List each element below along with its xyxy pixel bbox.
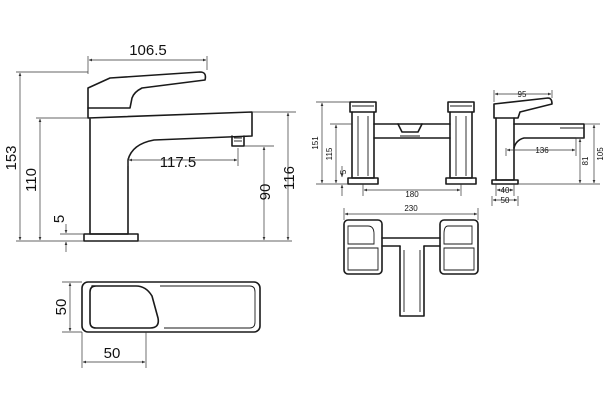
bath-spout-outlet <box>397 123 423 133</box>
dim-base-height-label: 5 <box>51 215 68 223</box>
bath-filler-side-view <box>491 97 585 185</box>
plan-lever-outline <box>89 285 160 329</box>
bath-side-column <box>495 117 515 181</box>
dim-spout-height-label: 90 <box>257 184 274 201</box>
dim-spout-top-label: 116 <box>281 166 298 190</box>
dim-bath-outlet-label: 115 <box>325 147 334 160</box>
bath-left-lever <box>349 101 377 113</box>
dim-spout-reach-label: 117.5 <box>160 154 196 171</box>
dim-plan-width-label: 50 <box>104 345 121 362</box>
bath-filler-front-view <box>347 101 477 185</box>
dim-bath-centres-label: 180 <box>405 190 419 199</box>
dim-bath-spout-height-label: 81 <box>581 156 590 165</box>
dim-outlet-height-label: 110 <box>23 168 40 192</box>
dim-bath-lever-label: 95 <box>518 90 527 99</box>
bath-front-dimensions: 151 115 5 180 <box>311 101 462 199</box>
bath-plan-right-body <box>439 219 479 275</box>
dim-plan-depth-label: 50 <box>53 299 70 316</box>
dim-bath-base-inner-label: 40 <box>501 186 510 195</box>
bath-right-lever <box>447 101 475 113</box>
dim-bath-base-label: 5 <box>339 169 348 174</box>
bath-plan-spout <box>399 245 425 317</box>
dim-width-label: 106.5 <box>129 42 167 59</box>
bath-side-lever <box>493 97 553 119</box>
side-view-dimensions: 106.5 153 110 5 117.5 90 116 <box>3 42 298 252</box>
spout-body <box>87 107 253 235</box>
bath-right-column <box>449 111 473 179</box>
bath-side-spout <box>513 123 585 149</box>
lever-handle <box>87 71 207 109</box>
bath-filler-plan-view <box>343 219 479 317</box>
dim-bath-base-outer-label: 50 <box>501 196 510 205</box>
dim-bath-height-label: 151 <box>311 136 320 150</box>
dim-bath-reach-label: 136 <box>535 146 549 155</box>
bath-side-dimensions: 95 136 105 81 40 50 <box>491 90 605 206</box>
plan-view-dimensions: 50 50 <box>53 281 147 368</box>
bath-left-column <box>351 111 375 179</box>
basin-mixer-plan-view <box>81 281 261 333</box>
base-plate <box>83 233 139 242</box>
plan-outline <box>81 281 261 333</box>
dim-bath-side-height-label: 105 <box>596 147 605 161</box>
bath-plan-dimensions: 230 <box>343 204 479 220</box>
dim-bath-plan-width-label: 230 <box>404 204 418 213</box>
dim-height-label: 153 <box>3 145 20 170</box>
bath-plan-left-body <box>343 219 383 275</box>
spout-aerator <box>231 135 245 147</box>
